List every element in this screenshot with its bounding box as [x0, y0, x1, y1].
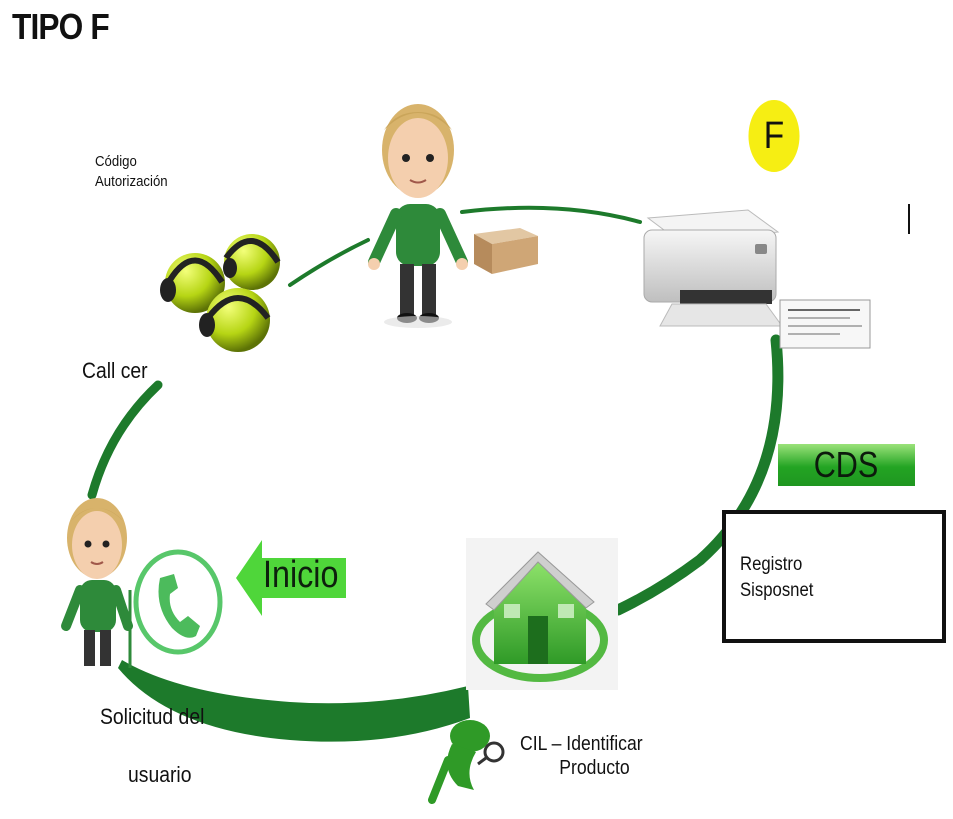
label-call-center: Call cer [82, 358, 148, 383]
flow-arcs [87, 205, 784, 616]
label-registro-line-2: Sisposnet [740, 580, 814, 601]
label-registro-line-1: Registro [740, 554, 803, 575]
person-avatar-top [368, 104, 468, 328]
label-usuario: usuario [128, 762, 192, 787]
label-inicio: Inicio [263, 554, 339, 596]
label-codigo-autorizacion: Código Autorización [95, 152, 168, 192]
search-person-icon [428, 720, 505, 804]
label-solicitud: Solicitud del [100, 704, 205, 729]
registro-sisposnet-box [722, 510, 946, 643]
house-icon [466, 538, 618, 690]
arc-person-to-printer [460, 205, 642, 224]
printed-document-icon [779, 299, 871, 349]
diagram-title: TIPO F [12, 6, 110, 47]
cardboard-box-icon [474, 228, 538, 274]
label-codigo-line-2: Autorización [95, 173, 168, 190]
cds-box: CDS [778, 444, 915, 486]
person-avatar-left [61, 498, 133, 666]
label-cil: CIL – Identificar Producto [520, 732, 643, 780]
label-cds: CDS [814, 444, 879, 485]
label-cil-line-2: Producto [559, 757, 630, 779]
call-center-headsets-icon [160, 234, 281, 352]
arc-bottom-band [118, 660, 470, 742]
arc-callcenter-down [87, 380, 163, 500]
label-registro: Registro Sisposnet [740, 552, 813, 604]
label-cil-line-1: CIL – Identificar [520, 733, 643, 755]
arc-headsets-to-person [288, 238, 370, 287]
step-badge-f: F [748, 100, 800, 172]
label-codigo-line-1: Código [95, 153, 137, 170]
arc-right-side [612, 334, 784, 616]
divider-mark [908, 204, 910, 234]
phone-icon [128, 549, 223, 668]
inicio-arrow-icon [236, 540, 346, 616]
printer-icon [643, 209, 783, 327]
